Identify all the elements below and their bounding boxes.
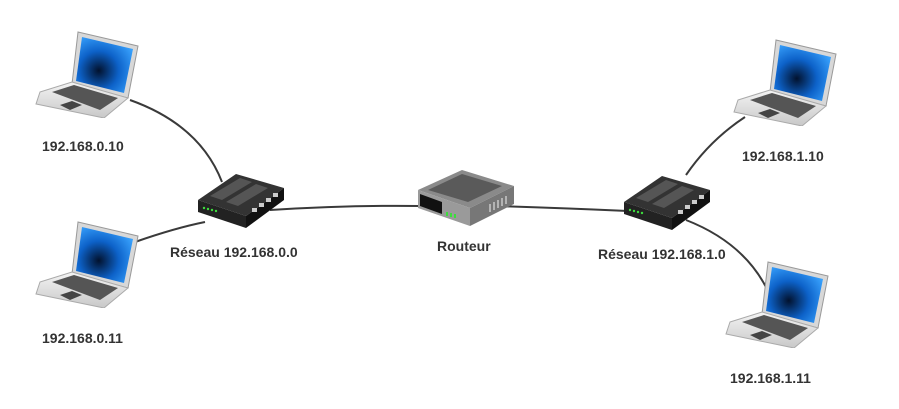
label-pc1: 192.168.0.10 bbox=[42, 138, 124, 154]
label-pc3: 192.168.1.10 bbox=[742, 148, 824, 164]
cable-sw2-pc3 bbox=[685, 116, 746, 176]
cable-router-sw2 bbox=[494, 205, 629, 212]
switch-icon[interactable] bbox=[622, 172, 712, 232]
laptop-icon[interactable] bbox=[722, 258, 832, 348]
laptop-icon[interactable] bbox=[32, 218, 142, 308]
label-switch-lan1: Réseau 192.168.1.0 bbox=[598, 246, 726, 262]
label-pc4: 192.168.1.11 bbox=[730, 370, 811, 386]
cable-sw1-router bbox=[269, 204, 421, 211]
laptop-icon[interactable] bbox=[730, 36, 840, 126]
label-router: Routeur bbox=[437, 238, 491, 254]
switch-icon[interactable] bbox=[196, 170, 286, 230]
cable-pc1-sw1 bbox=[129, 99, 223, 183]
label-switch-lan0: Réseau 192.168.0.0 bbox=[170, 244, 298, 260]
router-icon[interactable] bbox=[416, 164, 516, 230]
label-pc2: 192.168.0.11 bbox=[42, 330, 123, 346]
laptop-icon[interactable] bbox=[32, 28, 142, 118]
cable-pc2-sw1 bbox=[134, 221, 206, 243]
